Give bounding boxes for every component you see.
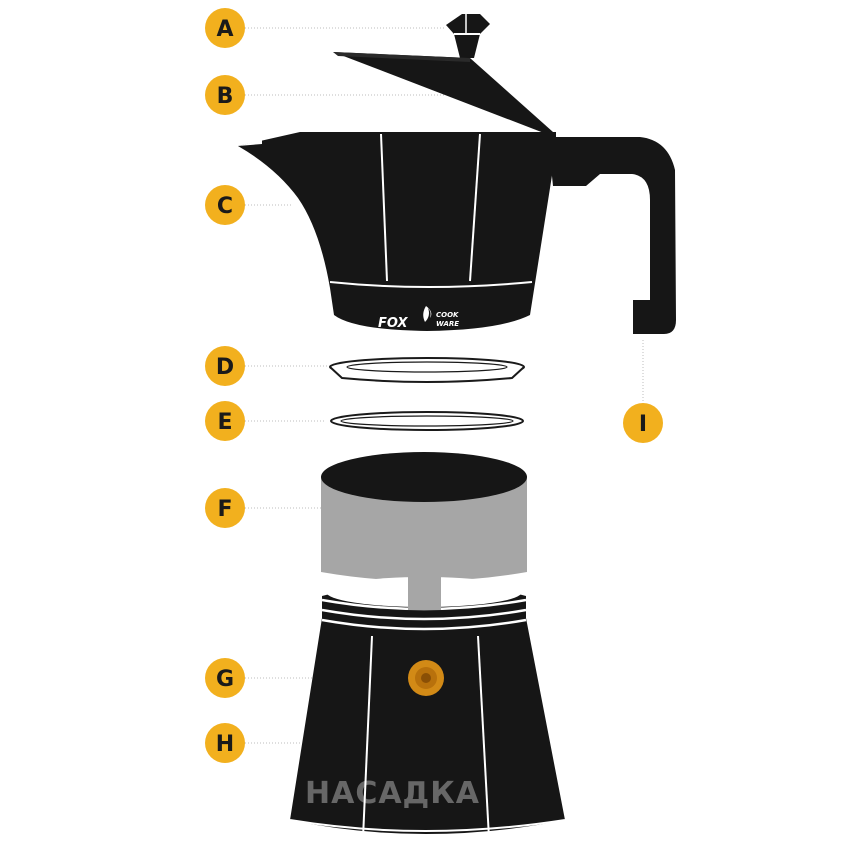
label-badge-a: A xyxy=(205,8,245,48)
label-badge-b: B xyxy=(205,75,245,115)
badge-letter: C xyxy=(217,194,233,219)
badge-letter: I xyxy=(639,412,647,437)
label-badge-c: C xyxy=(205,185,245,225)
label-badge-e: E xyxy=(205,401,245,441)
filter-plate xyxy=(329,357,525,383)
badge-circle xyxy=(205,488,245,528)
brand-line-1: COOK xyxy=(436,311,459,319)
gasket xyxy=(330,411,524,431)
funnel-stem xyxy=(408,577,441,610)
label-badge-h: H xyxy=(205,723,245,763)
badge-circle xyxy=(205,75,245,115)
badge-circle xyxy=(623,403,663,443)
badge-circle xyxy=(205,8,245,48)
badge-circle xyxy=(205,401,245,441)
flame-icon xyxy=(423,306,432,322)
badge-circle xyxy=(205,185,245,225)
label-badge-i: I xyxy=(623,403,663,443)
badge-circle xyxy=(205,346,245,386)
badge-letter: D xyxy=(216,355,234,380)
upper-chamber: FOX COOK WARE xyxy=(238,132,676,334)
badge-circle xyxy=(205,658,245,698)
badge-letter: B xyxy=(217,84,234,109)
brand-line-2: WARE xyxy=(436,320,459,328)
safety-valve xyxy=(408,660,444,696)
lid-knob xyxy=(446,14,490,58)
brand-name: FOX xyxy=(378,316,408,331)
badge-letter: E xyxy=(217,410,232,435)
label-badge-d: D xyxy=(205,346,245,386)
lid xyxy=(333,52,553,133)
label-badge-f: F xyxy=(205,488,245,528)
badge-letter: F xyxy=(217,497,232,522)
badge-letter: H xyxy=(216,732,234,757)
badge-letter: A xyxy=(216,17,233,42)
label-badge-g: G xyxy=(205,658,245,698)
badge-circle xyxy=(205,723,245,763)
boiler: НАСАДКА xyxy=(289,582,566,839)
watermark: НАСАДКА xyxy=(305,776,480,811)
badge-letter: G xyxy=(216,667,234,692)
